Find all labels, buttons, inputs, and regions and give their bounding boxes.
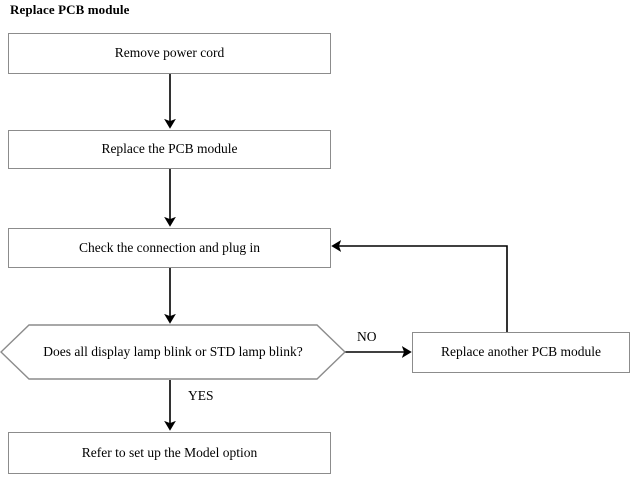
node-label: Does all display lamp blink or STD lamp … (43, 344, 303, 359)
page-title: Replace PCB module (10, 2, 130, 17)
node-remove-power-cord[interactable]: Remove power cord (8, 33, 331, 74)
node-label: Remove power cord (114, 45, 225, 61)
node-replace-pcb-module[interactable]: Replace the PCB module (8, 130, 331, 169)
node-label: Replace the PCB module (101, 141, 238, 157)
connector-feedback-to-check (331, 240, 508, 332)
edge-label-no: NO (357, 329, 377, 344)
edge-label-yes: YES (188, 388, 214, 403)
node-label: Check the connection and plug in (78, 239, 261, 255)
node-lamp-blink-decision[interactable]: Does all display lamp blink or STD lamp … (0, 324, 346, 380)
node-label: Refer to set up the Model option (81, 444, 258, 460)
node-refer-model-option[interactable]: Refer to set up the Model option (8, 432, 331, 474)
hexagon-shape (0, 324, 346, 380)
node-replace-another-pcb[interactable]: Replace another PCB module (412, 332, 630, 373)
node-label: Replace another PCB module (440, 344, 602, 360)
node-check-connection[interactable]: Check the connection and plug in (8, 228, 331, 268)
